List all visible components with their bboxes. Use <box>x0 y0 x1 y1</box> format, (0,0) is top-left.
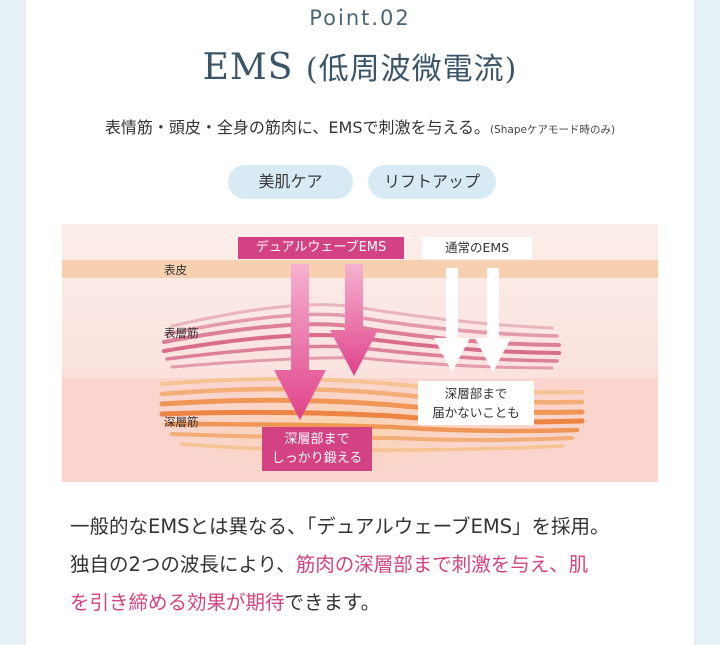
layer-epidermis-label: 表皮 <box>164 263 187 277</box>
body-line-2: 独自の2つの波長により、筋肉の深層部まで刺激を与え、肌 <box>70 546 670 584</box>
body-line-2-prefix: 独自の2つの波長により、 <box>70 553 296 576</box>
dual-wave-ems-label: デュアルウェーブEMS <box>238 237 404 259</box>
white-arrow-left <box>434 268 470 372</box>
dual-wave-arrows <box>274 264 378 420</box>
layer-surface-label: 表層筋 <box>164 326 199 340</box>
title-main: EMS <box>202 47 294 88</box>
tag-beauty-care: 美肌ケア <box>228 165 353 199</box>
deep-reach-line2: しっかり鍛える <box>271 451 363 466</box>
body-line-3-highlight: を引き締める効果が期待 <box>70 591 285 614</box>
pink-arrow-short <box>330 264 378 376</box>
title-sub: (低周波微電流) <box>305 52 518 87</box>
tag-lift-up: リフトアップ <box>368 165 496 199</box>
body-line-3: を引き締める効果が期待できます。 <box>70 584 670 622</box>
white-arrow-right <box>475 268 511 372</box>
body-line-2-highlight: 筋肉の深層部まで刺激を与え、肌 <box>295 553 589 576</box>
deep-reach-badge: 深層部まで しっかり鍛える <box>262 427 372 471</box>
body-line-3-suffix: できます。 <box>284 591 381 614</box>
deep-reach-line1: 深層部まで <box>284 432 350 447</box>
no-reach-line1: 深層部まで <box>444 386 508 401</box>
description-text: 表情筋・頭皮・全身の筋肉に、EMSで刺激を与える。 <box>104 118 491 137</box>
page-title: EMS (低周波微電流) <box>0 44 720 88</box>
normal-ems-arrows <box>434 268 511 372</box>
description-note: (Shapeケアモード時のみ) <box>490 124 616 136</box>
pink-arrow-long <box>274 264 326 420</box>
point-label: Point.02 <box>309 6 411 30</box>
no-reach-badge: 深層部まで 届かないことも <box>418 381 534 425</box>
body-text: 一般的なEMSとは異なる、「デュアルウェーブEMS」を採用。 独自の2つの波長に… <box>70 508 670 622</box>
ems-diagram: デュアルウェーブEMS 通常のEMS 表皮 表層筋 深層筋 深層部まで しっかり… <box>62 224 658 482</box>
no-reach-line2: 届かないことも <box>432 405 520 420</box>
body-line-1: 一般的なEMSとは異なる、「デュアルウェーブEMS」を採用。 <box>70 515 610 538</box>
description: 表情筋・頭皮・全身の筋肉に、EMSで刺激を与える。(Shapeケアモード時のみ) <box>0 114 720 138</box>
layer-deep-label: 深層筋 <box>164 415 199 429</box>
normal-ems-label: 通常のEMS <box>422 237 532 259</box>
